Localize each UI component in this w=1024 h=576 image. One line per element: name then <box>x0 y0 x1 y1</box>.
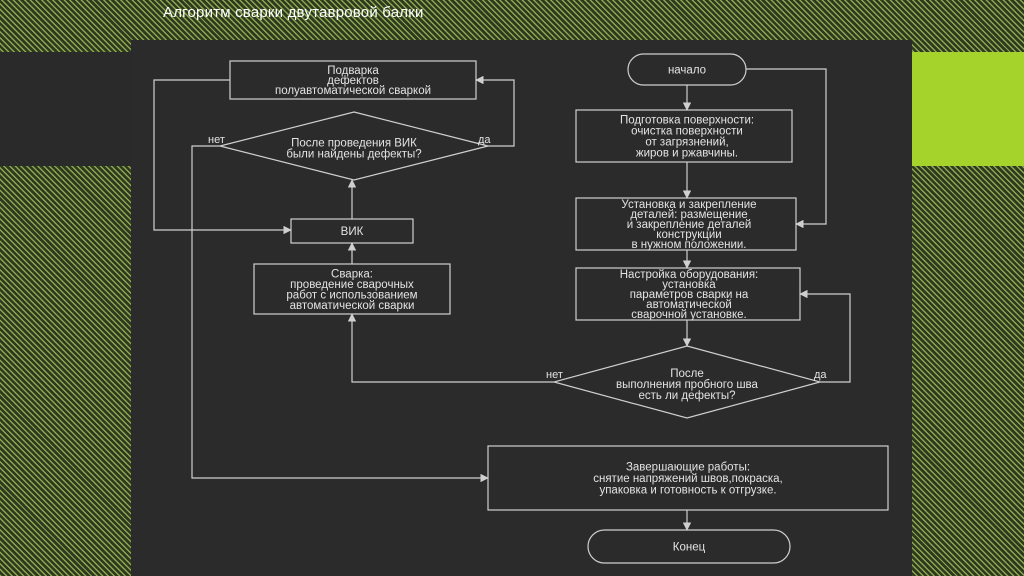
vik-line: ВИК <box>341 226 364 238</box>
surface-prep-label: Подготовка поверхности:очистка поверхнос… <box>620 115 754 160</box>
edge-label-test-no: нет <box>546 369 563 381</box>
decor-dark-bar <box>0 52 140 166</box>
edge-defect-yes <box>475 75 515 147</box>
auto-weld-line: проведение сварочных <box>290 279 414 291</box>
auto-weld-line: Сварка: <box>331 268 373 280</box>
slide-title: Алгоритм сварки двутавровой балки <box>163 4 424 21</box>
end-line: Конец <box>673 542 706 554</box>
final-label: Завершающие работы:снятие напряжений шво… <box>593 462 783 497</box>
auto-weld-line: работ с использованием <box>286 289 417 301</box>
repair-line: дефектов <box>327 75 379 87</box>
diagram-panel <box>131 40 912 576</box>
edge-label-vik-no: нет <box>208 134 225 146</box>
assembly-line: в нужном положении. <box>631 239 746 251</box>
final-line: Завершающие работы: <box>626 462 750 474</box>
start-label: начало <box>668 65 706 77</box>
setup-line: автоматической <box>646 299 732 311</box>
test-check-line: выполнения пробного шва <box>616 379 758 391</box>
setup-line: параметров сварки на <box>630 289 749 301</box>
final-line: снятие напряжений швов,покраска, <box>593 473 783 485</box>
setup-line: Настройка оборудования: <box>620 269 759 281</box>
setup-line: установка <box>662 279 716 291</box>
assembly-line: Установка и закрепление <box>621 199 756 211</box>
start-line: начало <box>668 65 706 77</box>
edge-check-yes <box>799 289 851 383</box>
surface-prep-line: жиров и ржавчины. <box>636 148 738 160</box>
end-label: Конец <box>673 542 706 554</box>
surface-prep-line: Подготовка поверхности: <box>620 115 754 127</box>
decor-green-bar <box>908 52 1024 166</box>
assembly-line: деталей: размещение <box>630 209 747 221</box>
auto-weld-line: автоматической сварки <box>290 300 415 312</box>
repair-line: Подварка <box>327 65 379 77</box>
test-check-line: есть ли дефекты? <box>639 390 736 402</box>
test-check-diamond <box>551 345 823 419</box>
edge-label-vik-yes: да <box>478 134 491 146</box>
edge-repair-vik <box>153 79 292 235</box>
edge-label-test-yes: да <box>814 369 827 381</box>
edge-check-no <box>347 313 554 383</box>
defect-check-line: были найдены дефекты? <box>286 149 421 161</box>
setup-line: сварочной установке. <box>631 309 747 321</box>
repair-line: полуавтоматической сваркой <box>275 85 431 97</box>
surface-prep-line: от загрязнений, <box>645 137 728 149</box>
edge-defect-no <box>191 145 489 483</box>
vik-label: ВИК <box>341 226 364 238</box>
surface-prep-line: очистка поверхности <box>631 126 743 138</box>
edge-start-assembly <box>746 68 827 229</box>
defect-check-line: После проведения ВИК <box>291 138 417 150</box>
assembly-line: конструкции <box>656 229 721 241</box>
test-check-line: После <box>670 368 704 380</box>
assembly-line: и закрепление деталей <box>627 219 752 231</box>
final-line: упаковка и готовность к отгрузке. <box>599 485 776 497</box>
